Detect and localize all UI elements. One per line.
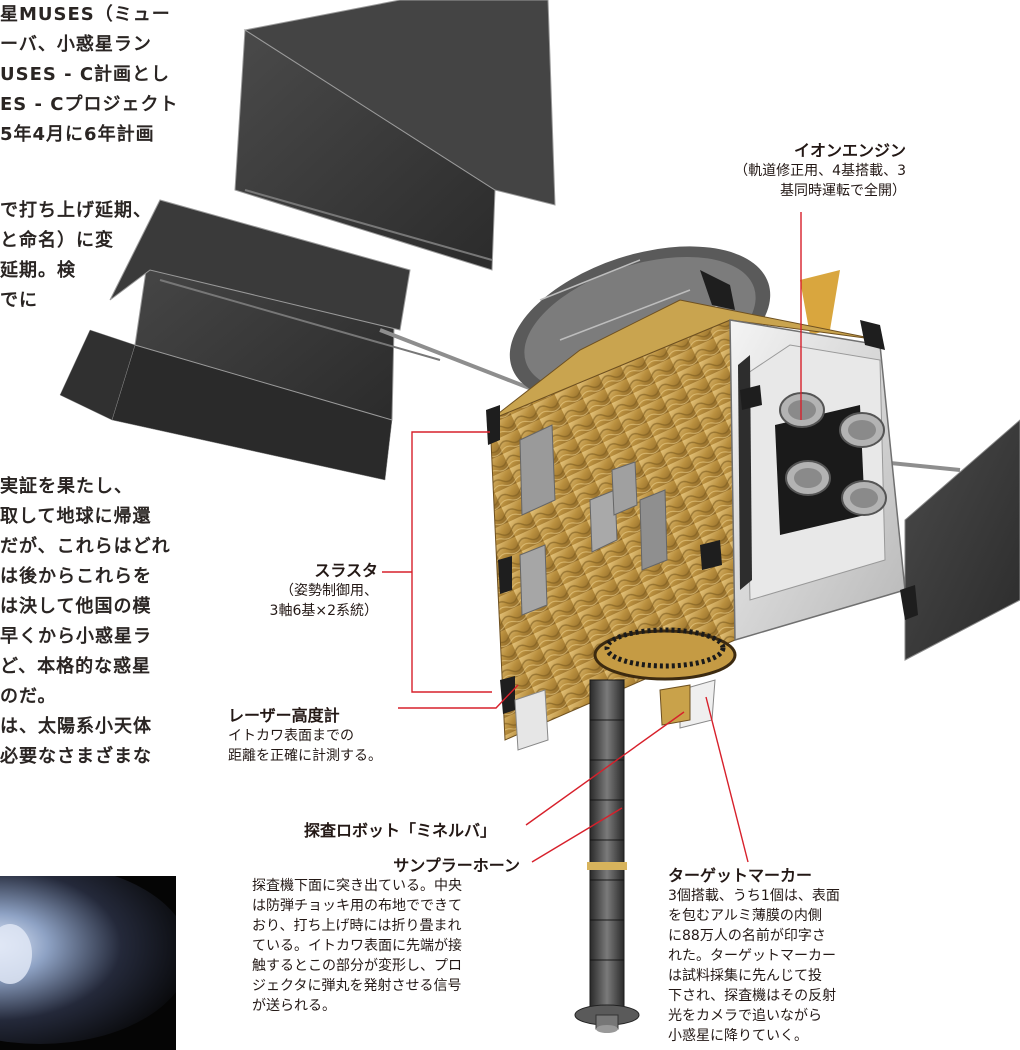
sampler-horn-title: サンプラーホーン [393,856,520,875]
laser-altimeter-title: レーザー高度計 [228,706,340,725]
thruster-label: スラスタ （姿勢制御用、 3軸6基×2系統） [224,560,378,621]
body-line: で打ち上げ延期、 [0,200,152,221]
sampler-horn-desc-line: ている。イトカワ表面に先端が接 [252,938,462,954]
sampler-horn-label: サンプラーホーン 探査機下面に突き出ている。中央 は防弾チョッキ用の布地でできて… [252,855,522,1016]
body-line: ーバ、小惑星ラン [0,34,152,55]
sampler-ring [593,629,737,681]
body-text-mid: で打ち上げ延期、 と命名）に変 延期。検 でに [0,196,152,316]
body-line: ど、本格的な惑星 [0,656,152,677]
thruster-brackets [486,270,918,714]
sampler-horn-desc-line: おり、打ち上げ時には折り畳まれ [252,918,462,934]
target-marker-title: ターゲットマーカー [668,866,813,885]
ion-engine-plume-photo [0,876,176,1050]
target-marker-desc-line: 下され、探査機はその反射 [668,988,837,1004]
laser-altimeter-desc-line: イトカワ表面までの [228,728,354,744]
target-marker-desc-line: は試料採集に先んじて投 [668,968,822,984]
ion-engine-title: イオンエンジン [793,141,906,160]
sampler-horn-desc-line: 探査機下面に突き出ている。中央 [252,878,462,894]
sampler-horn-desc-line: が送られる。 [252,998,336,1014]
ion-engine-desc-line: （軌道修正用、4基搭載、3 [734,163,906,179]
body-line: 取して地球に帰還 [0,506,152,527]
thruster-title: スラスタ [314,561,378,580]
thruster-desc-line: 3軸6基×2系統） [269,603,378,619]
body-line: でに [0,290,38,311]
sampler-horn [574,679,640,1033]
body-line: 星MUSES（ミュー [0,4,171,25]
body-line: は後からこれらを [0,566,152,587]
minerva-label: 探査ロボット「ミネルバ」 [304,820,496,841]
body-line: 早くから小惑星ラ [0,626,152,647]
target-marker-desc-line: 光をカメラで追いながら [668,1008,822,1024]
body-line: のだ。 [0,686,57,707]
target-marker-desc-line: に88万人の名前が印字さ [668,928,826,944]
ion-engine-label: イオンエンジン （軌道修正用、4基搭載、3 基同時運転で全開） [676,140,906,201]
body-line: と命名）に変 [0,230,114,251]
sampler-horn-desc-line: は防弾チョッキ用の布地でできて [252,898,462,914]
body-line: だが、これらはどれ [0,536,171,557]
sampler-horn-desc-line: 触するとこの部分が変形し、プロ [252,958,462,974]
body-text-bottom: 実証を果たし、 取して地球に帰還 だが、これらはどれ は後からこれらを は決して… [0,472,171,772]
laser-altimeter-label: レーザー高度計 イトカワ表面までの 距離を正確に計測する。 [228,705,382,766]
minerva-title: 探査ロボット「ミネルバ」 [304,821,497,840]
laser-altimeter-desc-line: 距離を正確に計測する。 [228,748,382,764]
laser-altimeter-unit [514,689,549,751]
target-marker-desc-line: 小惑星に降りていく。 [668,1028,808,1044]
sampler-horn-desc-line: ジェクタに弾丸を発射させる信号 [252,978,462,994]
body-line: 5年4月に6年計画 [0,124,155,145]
body-line: 延期。検 [0,260,76,281]
body-line: ES - Cプロジェクト [0,94,179,115]
left-solar-array [59,0,556,481]
leader-lines [382,212,802,863]
body-text-top: 星MUSES（ミュー ーバ、小惑星ラン USES - C計画とし ES - Cプ… [0,0,178,150]
body-line: 実証を果たし、 [0,476,133,497]
ion-engine-desc-line: 基同時運転で全開） [780,183,906,199]
target-marker-desc-line: を包むアルミ薄膜の内側 [668,908,822,924]
target-marker-desc-line: れた。ターゲットマーカー [668,948,836,964]
thruster-desc-line: （姿勢制御用、 [280,583,378,599]
body-line: 必要なさまざまな [0,746,152,767]
target-marker-label: ターゲットマーカー 3個搭載、うち1個は、表面 を包むアルミ薄膜の内側 に88万… [668,865,840,1046]
right-solar-array [904,419,1020,661]
body-line: は、太陽系小天体 [0,716,152,737]
ion-engine-grids [779,392,887,516]
body-line: USES - C計画とし [0,64,171,85]
target-marker-desc-line: 3個搭載、うち1個は、表面 [668,888,840,904]
body-line: は決して他国の模 [0,596,152,617]
